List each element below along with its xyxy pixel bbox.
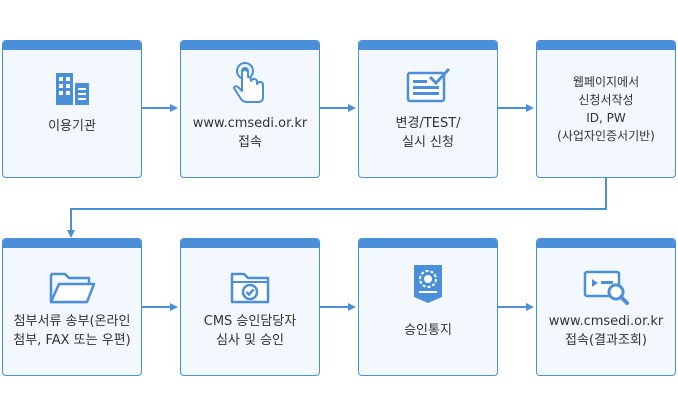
step-label-line: 첨부서류 송부(온라인 (13, 314, 131, 329)
step-label-line: www.cmsedi.or.kr (192, 116, 308, 131)
badge-icon (414, 265, 442, 303)
step-card-6: CMS 승인담당자 심사 및 승인 (180, 238, 320, 376)
step-label: www.cmsedi.or.kr 접속 (185, 114, 315, 152)
step-label: 첨부서류 송부(온라인 첨부, FAX 또는 우편) (7, 312, 137, 350)
touch-hand-icon (233, 62, 264, 103)
card-header-bar (537, 239, 675, 248)
step-card-1: 이용기관 (2, 40, 142, 178)
step-label: CMS 승인담당자 심사 및 승인 (185, 312, 315, 350)
card-header-bar (537, 41, 675, 50)
step-card-3: 변경/TEST/ 실시 신청 (358, 40, 498, 178)
step-card-4: 웹페이지에서 신청서작성 ID, PW (사업자인증서기반) (536, 40, 676, 178)
building-icon (56, 73, 89, 105)
step-label-line: www.cmsedi.or.kr (548, 314, 664, 329)
folder-check-icon (230, 272, 270, 304)
step-label-line: 실시 신청 (402, 135, 454, 150)
folder-icon (49, 272, 96, 304)
step-label-line: 심사 및 승인 (215, 333, 285, 348)
step-label-line: 첨부, FAX 또는 우편) (13, 333, 131, 348)
card-header-bar (359, 41, 497, 50)
step-label: 승인통지 (363, 321, 493, 340)
step-label-line: (사업자인증서기반) (557, 129, 655, 143)
step-label-line: 접속 (238, 135, 262, 150)
step-label-line: 웹페이지에서 (572, 75, 640, 89)
step-label: 웹페이지에서 신청서작성 ID, PW (사업자인증서기반) (541, 73, 671, 145)
arrow-4-5 (67, 178, 607, 238)
card-header-bar (3, 41, 141, 50)
step-label: 이용기관 (7, 117, 137, 136)
step-label-line: 신청서작성 (578, 93, 634, 107)
card-header-bar (181, 239, 319, 248)
step-label-line: ID, PW (586, 111, 626, 125)
step-label-line: 변경/TEST/ (395, 116, 461, 131)
step-card-8: www.cmsedi.or.kr 접속(결과조회) (536, 238, 676, 376)
step-label-line: 이용기관 (48, 119, 96, 134)
step-label-line: CMS 승인담당자 (203, 314, 297, 329)
step-label-line: 접속(결과조회) (565, 333, 647, 348)
step-label: www.cmsedi.or.kr 접속(결과조회) (541, 312, 671, 350)
form-check-icon (406, 67, 451, 103)
step-card-5: 첨부서류 송부(온라인 첨부, FAX 또는 우편) (2, 238, 142, 376)
card-header-bar (181, 41, 319, 50)
step-label: 변경/TEST/ 실시 신청 (363, 114, 493, 152)
card-header-bar (3, 239, 141, 248)
search-screen-icon (583, 270, 629, 305)
card-header-bar (359, 239, 497, 248)
step-card-7: 승인통지 (358, 238, 498, 376)
step-card-2: www.cmsedi.or.kr 접속 (180, 40, 320, 178)
step-label-line: 승인통지 (404, 323, 452, 338)
